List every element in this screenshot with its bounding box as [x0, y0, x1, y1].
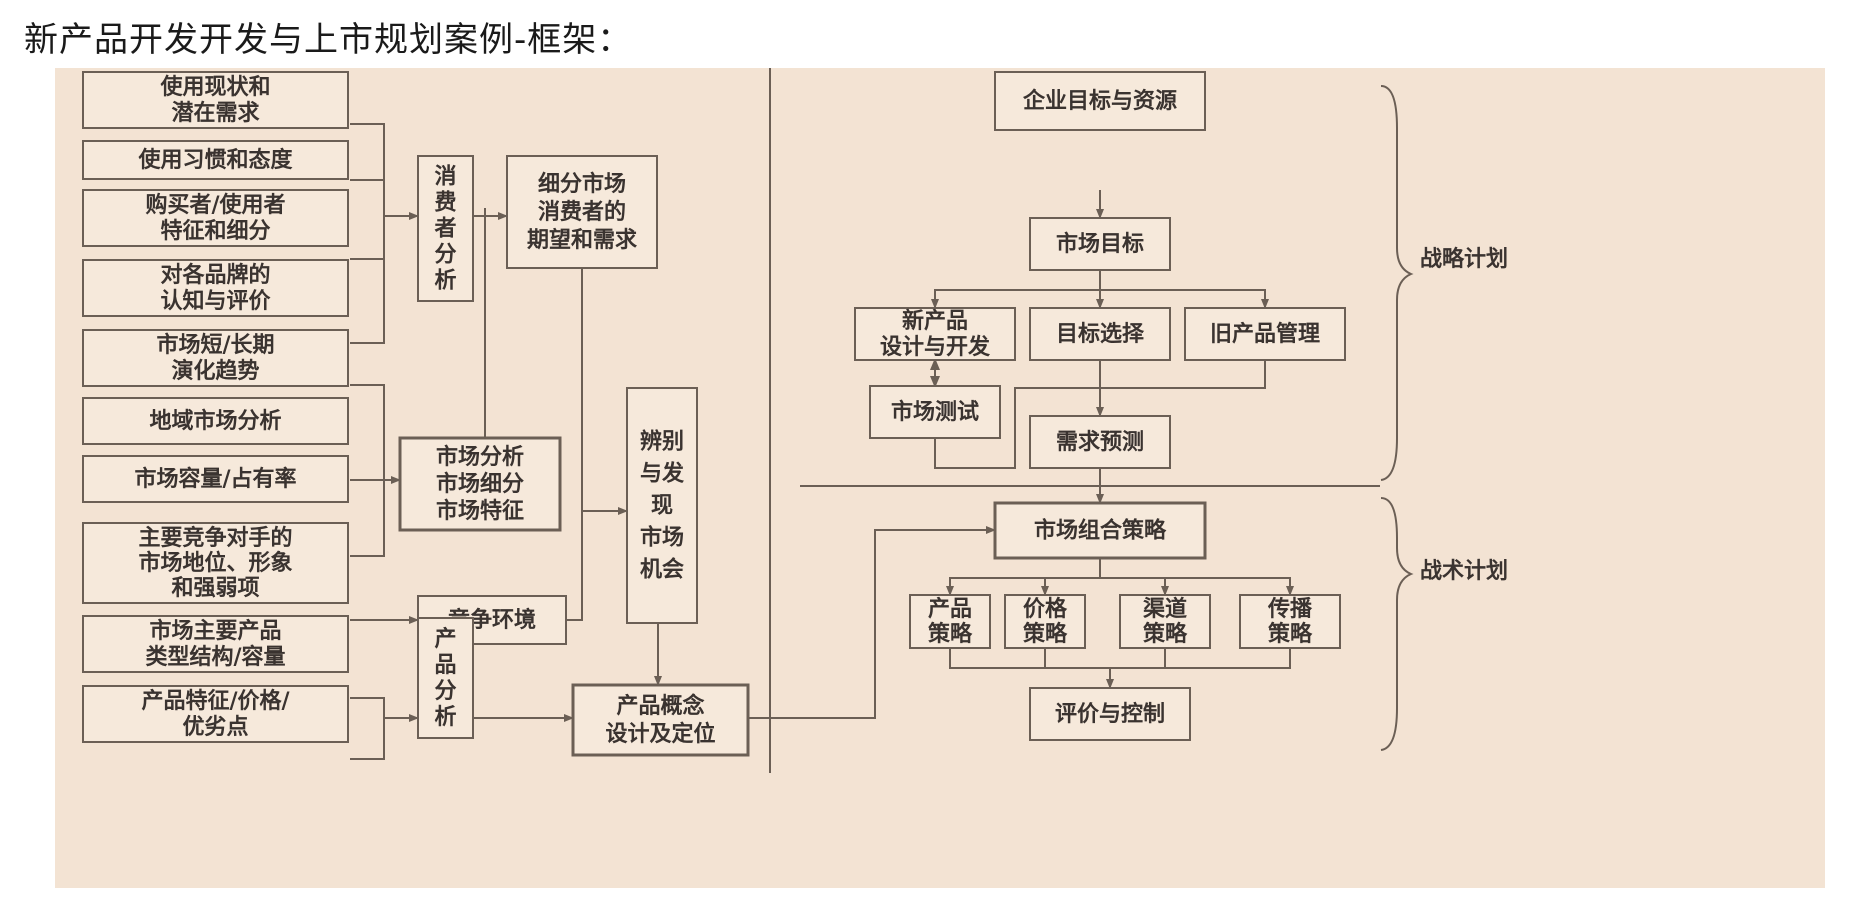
box-demand-forecast: 需求预测 — [1029, 415, 1171, 469]
box-product-analysis-label: 品 — [434, 652, 456, 678]
box-product-strategy-label: 产品 — [928, 596, 972, 622]
box-market-trend-label: 演化趋势 — [171, 358, 259, 384]
box-opportunity-label: 与发 — [640, 461, 685, 487]
box-promo-strategy-label: 策略 — [1268, 621, 1313, 647]
box-market-analysis-label: 市场分析 — [436, 444, 524, 470]
page-title: 新产品开发开发与上市规划案例-框架： — [24, 20, 633, 60]
box-market-analysis-label: 市场特征 — [436, 498, 524, 524]
box-market-test: 市场测试 — [869, 385, 1001, 439]
box-brand-label: 认知与评价 — [160, 288, 271, 314]
box-product-type-label: 类型结构/容量 — [145, 644, 285, 670]
box-market-test-label: 市场测试 — [891, 399, 979, 425]
box-evaluation-label: 评价与控制 — [1055, 701, 1165, 727]
box-product-feature: 产品特征/价格/优劣点 — [82, 685, 349, 743]
box-market-trend-label: 市场短/长期 — [156, 332, 274, 358]
box-competitor-label: 市场地位、形象 — [138, 550, 292, 576]
box-target-select-label: 目标选择 — [1056, 321, 1145, 347]
box-consumer-analysis-label: 者 — [433, 216, 456, 242]
box-segment-needs-label: 消费者的 — [538, 199, 626, 225]
box-opportunity-label: 现 — [651, 493, 673, 519]
box-opportunity-label: 辨别 — [640, 429, 684, 455]
box-concept-label: 设计及定位 — [605, 721, 715, 747]
box-brand-label: 对各品牌的 — [160, 262, 270, 288]
box-target-select: 目标选择 — [1029, 307, 1171, 361]
box-goals-resources: 企业目标与资源 — [994, 71, 1206, 131]
box-consumer-analysis-label: 费 — [434, 190, 456, 216]
box-new-product-label: 新产品 — [902, 308, 968, 334]
box-promo-strategy-label: 传播 — [1267, 596, 1313, 622]
box-segment-needs-label: 期望和需求 — [527, 227, 637, 253]
box-evaluation: 评价与控制 — [1029, 687, 1191, 741]
box-channel-strategy-label: 策略 — [1143, 621, 1188, 647]
box-new-product-label: 设计与开发 — [880, 334, 991, 360]
box-use-habit: 使用习惯和态度 — [82, 140, 349, 180]
box-mix-strategy: 市场组合策略 — [993, 501, 1207, 560]
box-opportunity-label: 机会 — [640, 557, 684, 583]
box-competitor-label: 和强弱项 — [171, 575, 259, 601]
box-product-analysis-label: 分 — [434, 678, 456, 704]
box-channel-strategy-label: 渠道 — [1143, 596, 1187, 622]
box-product-type-label: 市场主要产品 — [149, 618, 281, 644]
box-competitor-label: 主要竞争对手的 — [138, 525, 292, 551]
box-old-product: 旧产品管理 — [1184, 307, 1346, 361]
box-capacity-label: 市场容量/占有率 — [134, 466, 296, 492]
box-price-strategy-label: 策略 — [1023, 621, 1068, 647]
tactical-plan-label: 战术计划 — [1420, 558, 1508, 584]
diagram-canvas: 使用现状和潜在需求使用习惯和态度购买者/使用者特征和细分对各品牌的认知与评价市场… — [55, 68, 1825, 888]
box-segment-needs-label: 细分市场 — [538, 171, 626, 197]
box-concept-label: 产品概念 — [616, 693, 704, 719]
strategic-plan-label: 战略计划 — [1420, 246, 1508, 272]
box-regional-label: 地域市场分析 — [149, 408, 281, 434]
box-market-goal-label: 市场目标 — [1056, 231, 1144, 257]
framework-diagram: 使用现状和潜在需求使用习惯和态度购买者/使用者特征和细分对各品牌的认知与评价市场… — [82, 68, 1508, 773]
connectors — [350, 68, 1414, 773]
box-mix-strategy-label: 市场组合策略 — [1034, 518, 1167, 544]
box-consumer-analysis-label: 消 — [434, 164, 456, 190]
box-product-feature-label: 产品特征/价格/ — [141, 688, 290, 714]
box-use-status-label: 使用现状和 — [159, 74, 270, 100]
box-product-feature-label: 优劣点 — [182, 714, 248, 740]
box-use-habit-label: 使用习惯和态度 — [137, 147, 293, 173]
box-price-strategy-label: 价格 — [1023, 596, 1068, 622]
box-buyer-label: 特征和细分 — [160, 218, 270, 244]
box-regional: 地域市场分析 — [82, 397, 349, 445]
box-product-strategy-label: 策略 — [928, 621, 973, 647]
box-product-analysis-label: 产 — [434, 626, 456, 652]
box-capacity: 市场容量/占有率 — [82, 455, 349, 503]
box-buyer-label: 购买者/使用者 — [145, 192, 285, 218]
box-consumer-analysis-label: 析 — [434, 268, 456, 294]
box-demand-forecast-label: 需求预测 — [1056, 429, 1144, 455]
box-old-product-label: 旧产品管理 — [1210, 321, 1320, 347]
box-opportunity-label: 市场 — [640, 525, 684, 551]
box-goals-resources-label: 企业目标与资源 — [1022, 88, 1177, 114]
box-use-status-label: 潜在需求 — [171, 100, 259, 126]
box-market-analysis-label: 市场细分 — [436, 471, 524, 497]
box-product-analysis-label: 析 — [434, 704, 456, 730]
box-market-goal: 市场目标 — [1029, 217, 1171, 271]
box-consumer-analysis-label: 分 — [434, 242, 456, 268]
